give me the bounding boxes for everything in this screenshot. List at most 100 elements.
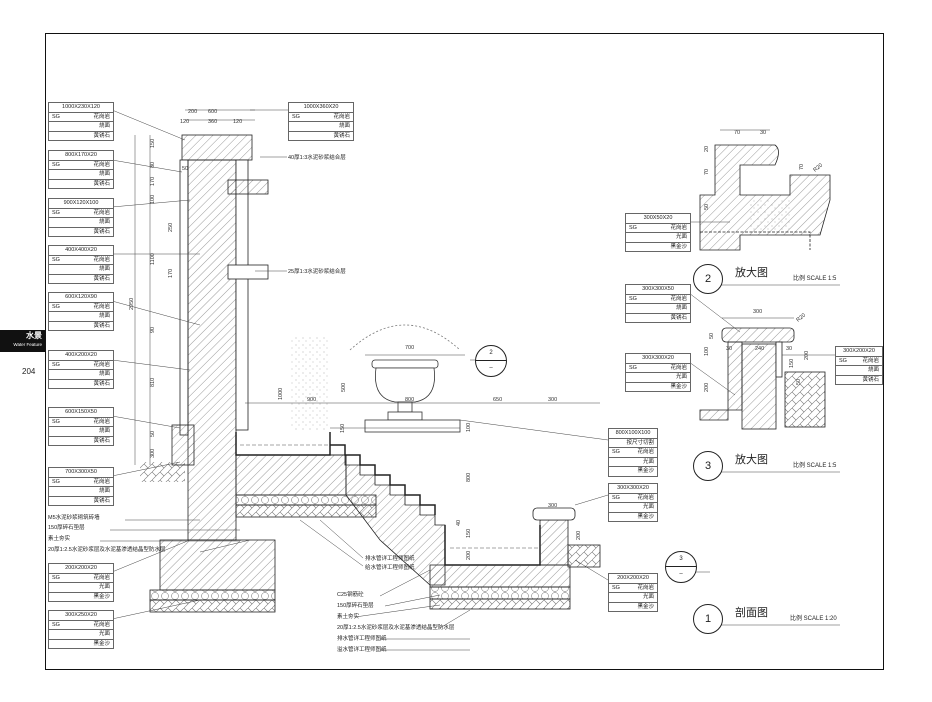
label-material: 花岗岩 (637, 494, 654, 501)
dim: R20 (812, 162, 824, 173)
label-size: 300X50X20 (643, 215, 673, 221)
dim: 150 (466, 529, 472, 538)
label-code: SG (839, 357, 847, 364)
label-code: SG (52, 361, 60, 368)
dim: 50 (182, 166, 188, 172)
label-note: 按尺寸切割 (609, 437, 657, 448)
note-bottom: 排水管详工程师图纸 (337, 636, 387, 642)
dim: 170 (150, 177, 156, 186)
section-mark-number: 3 (679, 556, 683, 562)
label-color: 黄锈石 (289, 130, 353, 141)
label-finish: 光面 (626, 372, 690, 382)
label-finish: 烧面 (49, 264, 113, 274)
label-finish: 烧面 (49, 426, 113, 436)
label-finish: 烧面 (49, 121, 113, 131)
label-code: SG (52, 621, 60, 628)
label-size: 400X200X20 (65, 352, 97, 358)
label-finish: 光面 (609, 592, 657, 602)
dim: R20 (795, 312, 807, 323)
label-color: 黑金沙 (49, 591, 113, 602)
section-mark-sheet: – (666, 566, 696, 581)
label-material: 花岗岩 (93, 256, 110, 263)
label-code: SG (52, 113, 60, 120)
label-code: SG (52, 256, 60, 263)
note-mortar-40: 40厚1:3水泥砂浆结合层 (288, 155, 346, 161)
label-material: 花岗岩 (333, 113, 350, 120)
label-size: 1000X230X120 (62, 104, 100, 110)
label-size: 900X120X100 (63, 200, 99, 206)
label-color: 黄锈石 (836, 374, 882, 385)
label-finish: 烧面 (289, 121, 353, 131)
label-code: SG (52, 303, 60, 310)
dim: 500 (341, 383, 347, 392)
label-material: 花岗岩 (93, 361, 110, 368)
dim: 240 (755, 346, 764, 352)
label-finish: 烧面 (49, 169, 113, 179)
dim: 200 (704, 383, 710, 392)
label-size: 1000X360X20 (303, 104, 339, 110)
label-color: 黄锈石 (49, 435, 113, 446)
label-size: 300X200X20 (843, 348, 875, 354)
dim: 120 (233, 119, 242, 125)
dim: 170 (168, 269, 174, 278)
section-mark-3: 3– (665, 551, 697, 583)
label-material: 花岗岩 (670, 224, 687, 231)
label-size: 300X300X20 (642, 355, 674, 361)
label-material: 花岗岩 (670, 295, 687, 302)
note-left: M5水泥砂浆砌筑砖墙 (48, 515, 100, 521)
label-size: 300X300X20 (617, 485, 649, 491)
dim: 120 (180, 119, 189, 125)
section-mark-sheet: – (476, 360, 506, 375)
dim: 2950 (129, 298, 135, 310)
dim: 30 (786, 346, 792, 352)
feature-wall (149, 134, 276, 613)
label-size: 600X150X50 (65, 409, 97, 415)
dim: 40 (456, 520, 462, 526)
label-finish: 光面 (49, 629, 113, 639)
note-mortar-25: 25厚1:3水泥砂浆结合层 (288, 269, 346, 275)
label-code: SG (52, 209, 60, 216)
dim: 150 (150, 139, 156, 148)
label-finish: 光面 (626, 232, 690, 242)
note-bottom: 150厚碎石垫层 (337, 603, 374, 609)
label-size: 200X200X20 (617, 575, 649, 581)
dim: 300 (150, 449, 156, 458)
note-left: 20厚1:2.5水泥砂浆层及水泥基渗透结晶型防水层 (48, 547, 166, 553)
section-mark-2: 2– (475, 345, 507, 377)
label-code: SG (52, 574, 60, 581)
dim: 20 (704, 146, 710, 152)
label-finish: 光面 (609, 502, 657, 512)
note-pipe: 排水管详工程师图纸 (365, 556, 415, 562)
ground-left (140, 462, 185, 482)
label-size: 400X400X20 (65, 247, 97, 253)
dim: 50 (796, 379, 802, 385)
label-color: 黑金沙 (626, 241, 690, 252)
dim: 30 (726, 346, 732, 352)
dim: 100 (150, 195, 156, 204)
dim: 650 (493, 397, 502, 403)
detail-number: 3 (693, 451, 723, 481)
label-color: 黑金沙 (626, 381, 690, 392)
detail-scale: 比例 SCALE 1:5 (793, 463, 837, 469)
dim: 70 (704, 169, 710, 175)
label-size: 200X200X20 (65, 565, 97, 571)
dim: 100 (704, 347, 710, 356)
label-material: 花岗岩 (862, 357, 879, 364)
label-code: SG (629, 224, 637, 231)
section-title: 剖面图 (735, 607, 768, 619)
label-material: 花岗岩 (93, 621, 110, 628)
cascade-steps (330, 444, 446, 586)
